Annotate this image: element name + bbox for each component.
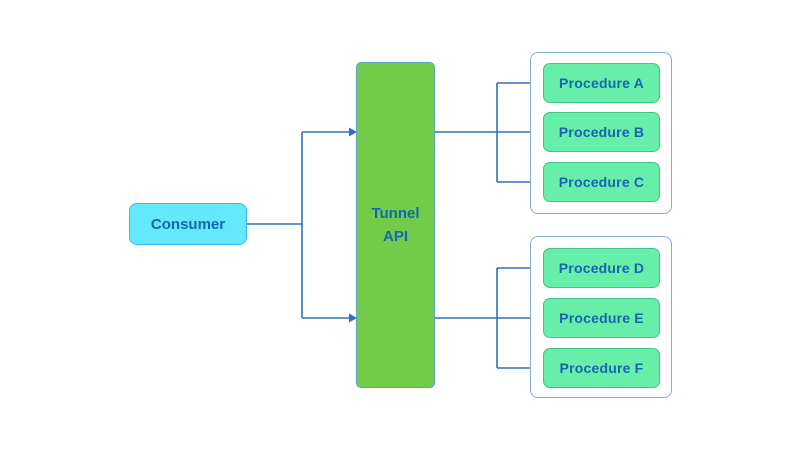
procedure-c-label: Procedure C (558, 174, 645, 190)
procedure-node-d: Procedure D (543, 248, 660, 288)
tunnel-api-label: Tunnel API (371, 204, 420, 245)
procedure-a-label: Procedure A (559, 75, 644, 91)
procedure-b-label: Procedure B (558, 124, 645, 140)
procedure-node-f: Procedure F (543, 348, 660, 388)
procedure-node-b: Procedure B (543, 112, 660, 152)
procedure-e-label: Procedure E (559, 310, 644, 326)
consumer-node: Consumer (129, 203, 247, 245)
tunnel-api-node: Tunnel API (356, 62, 435, 388)
procedure-node-e: Procedure E (543, 298, 660, 338)
consumer-label: Consumer (150, 215, 226, 233)
procedure-node-c: Procedure C (543, 162, 660, 202)
procedure-d-label: Procedure D (558, 260, 645, 276)
procedure-f-label: Procedure F (559, 360, 644, 376)
procedure-node-a: Procedure A (543, 63, 660, 103)
